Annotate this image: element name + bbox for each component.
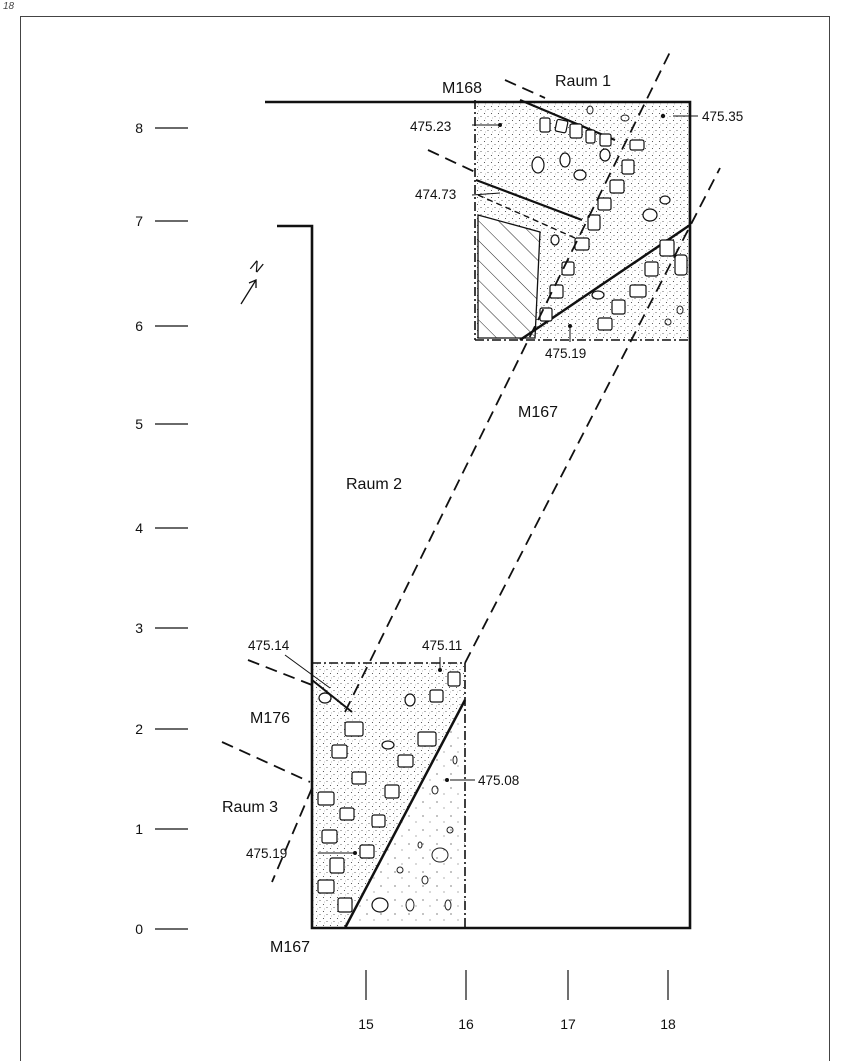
elevation-475-11: 475.11	[422, 638, 462, 653]
y-axis-ticks	[155, 127, 188, 930]
elevation-475-19-lower: 475.19	[246, 846, 287, 861]
elevation-475-19-upper: 475.19	[545, 346, 586, 361]
x-tick-15: 15	[358, 1016, 374, 1032]
room-label-1: Raum 1	[555, 73, 611, 90]
y-tick-2: 2	[135, 721, 143, 737]
room-label-2: Raum 2	[346, 476, 402, 493]
wall-label-m167-upper: M167	[518, 404, 558, 421]
x-tick-18: 18	[660, 1016, 676, 1032]
lower-trench	[311, 662, 467, 929]
wall-label-m168: M168	[442, 80, 482, 97]
y-tick-8: 8	[135, 120, 143, 136]
y-tick-7: 7	[135, 213, 143, 229]
wall-label-m176: M176	[250, 710, 290, 727]
elevation-475-23: 475.23	[410, 119, 451, 134]
x-tick-16: 16	[458, 1016, 474, 1032]
north-arrow-icon: N	[240, 257, 266, 305]
elevation-474-73: 474.73	[415, 187, 456, 202]
elevation-475-35: 475.35	[702, 109, 743, 124]
upper-trench	[474, 98, 691, 342]
x-tick-17: 17	[560, 1016, 576, 1032]
excavation-outline	[265, 100, 692, 930]
elevation-475-08: 475.08	[478, 773, 519, 788]
y-tick-4: 4	[135, 520, 143, 536]
wall-projections	[221, 47, 721, 883]
x-axis-ticks	[365, 970, 669, 1000]
room-label-3: Raum 3	[222, 799, 278, 816]
y-tick-5: 5	[135, 416, 143, 432]
page-number: 18	[3, 1, 15, 12]
north-arrow-label: N	[248, 257, 266, 277]
elevation-leaders	[284, 115, 698, 854]
y-tick-6: 6	[135, 318, 143, 334]
figure-frame	[20, 16, 830, 1061]
elevation-points	[353, 113, 666, 855]
y-tick-3: 3	[135, 620, 143, 636]
wall-label-m167-lower: M167	[270, 939, 310, 956]
y-tick-0: 0	[135, 921, 143, 937]
y-tick-1: 1	[135, 821, 143, 837]
elevation-475-14: 475.14	[248, 638, 290, 653]
